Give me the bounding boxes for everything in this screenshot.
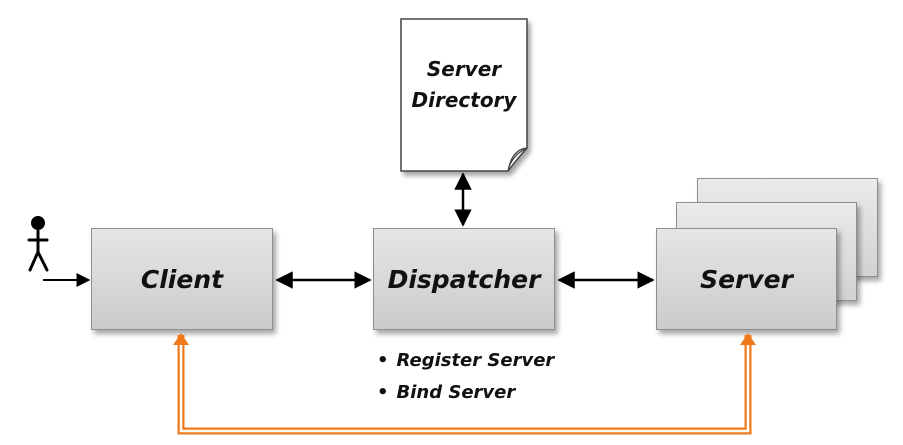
server-label: Server	[700, 264, 793, 294]
server-directory-document: Server Directory	[400, 18, 528, 172]
directory-label: Server Directory	[400, 54, 528, 116]
client-server-direct-connection	[173, 333, 756, 435]
server-box: Server	[656, 228, 837, 330]
dispatcher-label: Dispatcher	[387, 264, 541, 294]
directory-label-line2: Directory	[411, 88, 517, 112]
directory-label-line1: Server	[426, 57, 502, 81]
user-icon	[27, 216, 49, 272]
dispatcher-notes: Register Server Bind Server	[377, 345, 555, 409]
note-item: Register Server	[377, 345, 555, 377]
client-box: Client	[91, 228, 273, 330]
dispatcher-box: Dispatcher	[373, 228, 555, 330]
note-item: Bind Server	[377, 377, 554, 409]
document-icon	[400, 18, 528, 172]
client-label: Client	[140, 264, 224, 294]
